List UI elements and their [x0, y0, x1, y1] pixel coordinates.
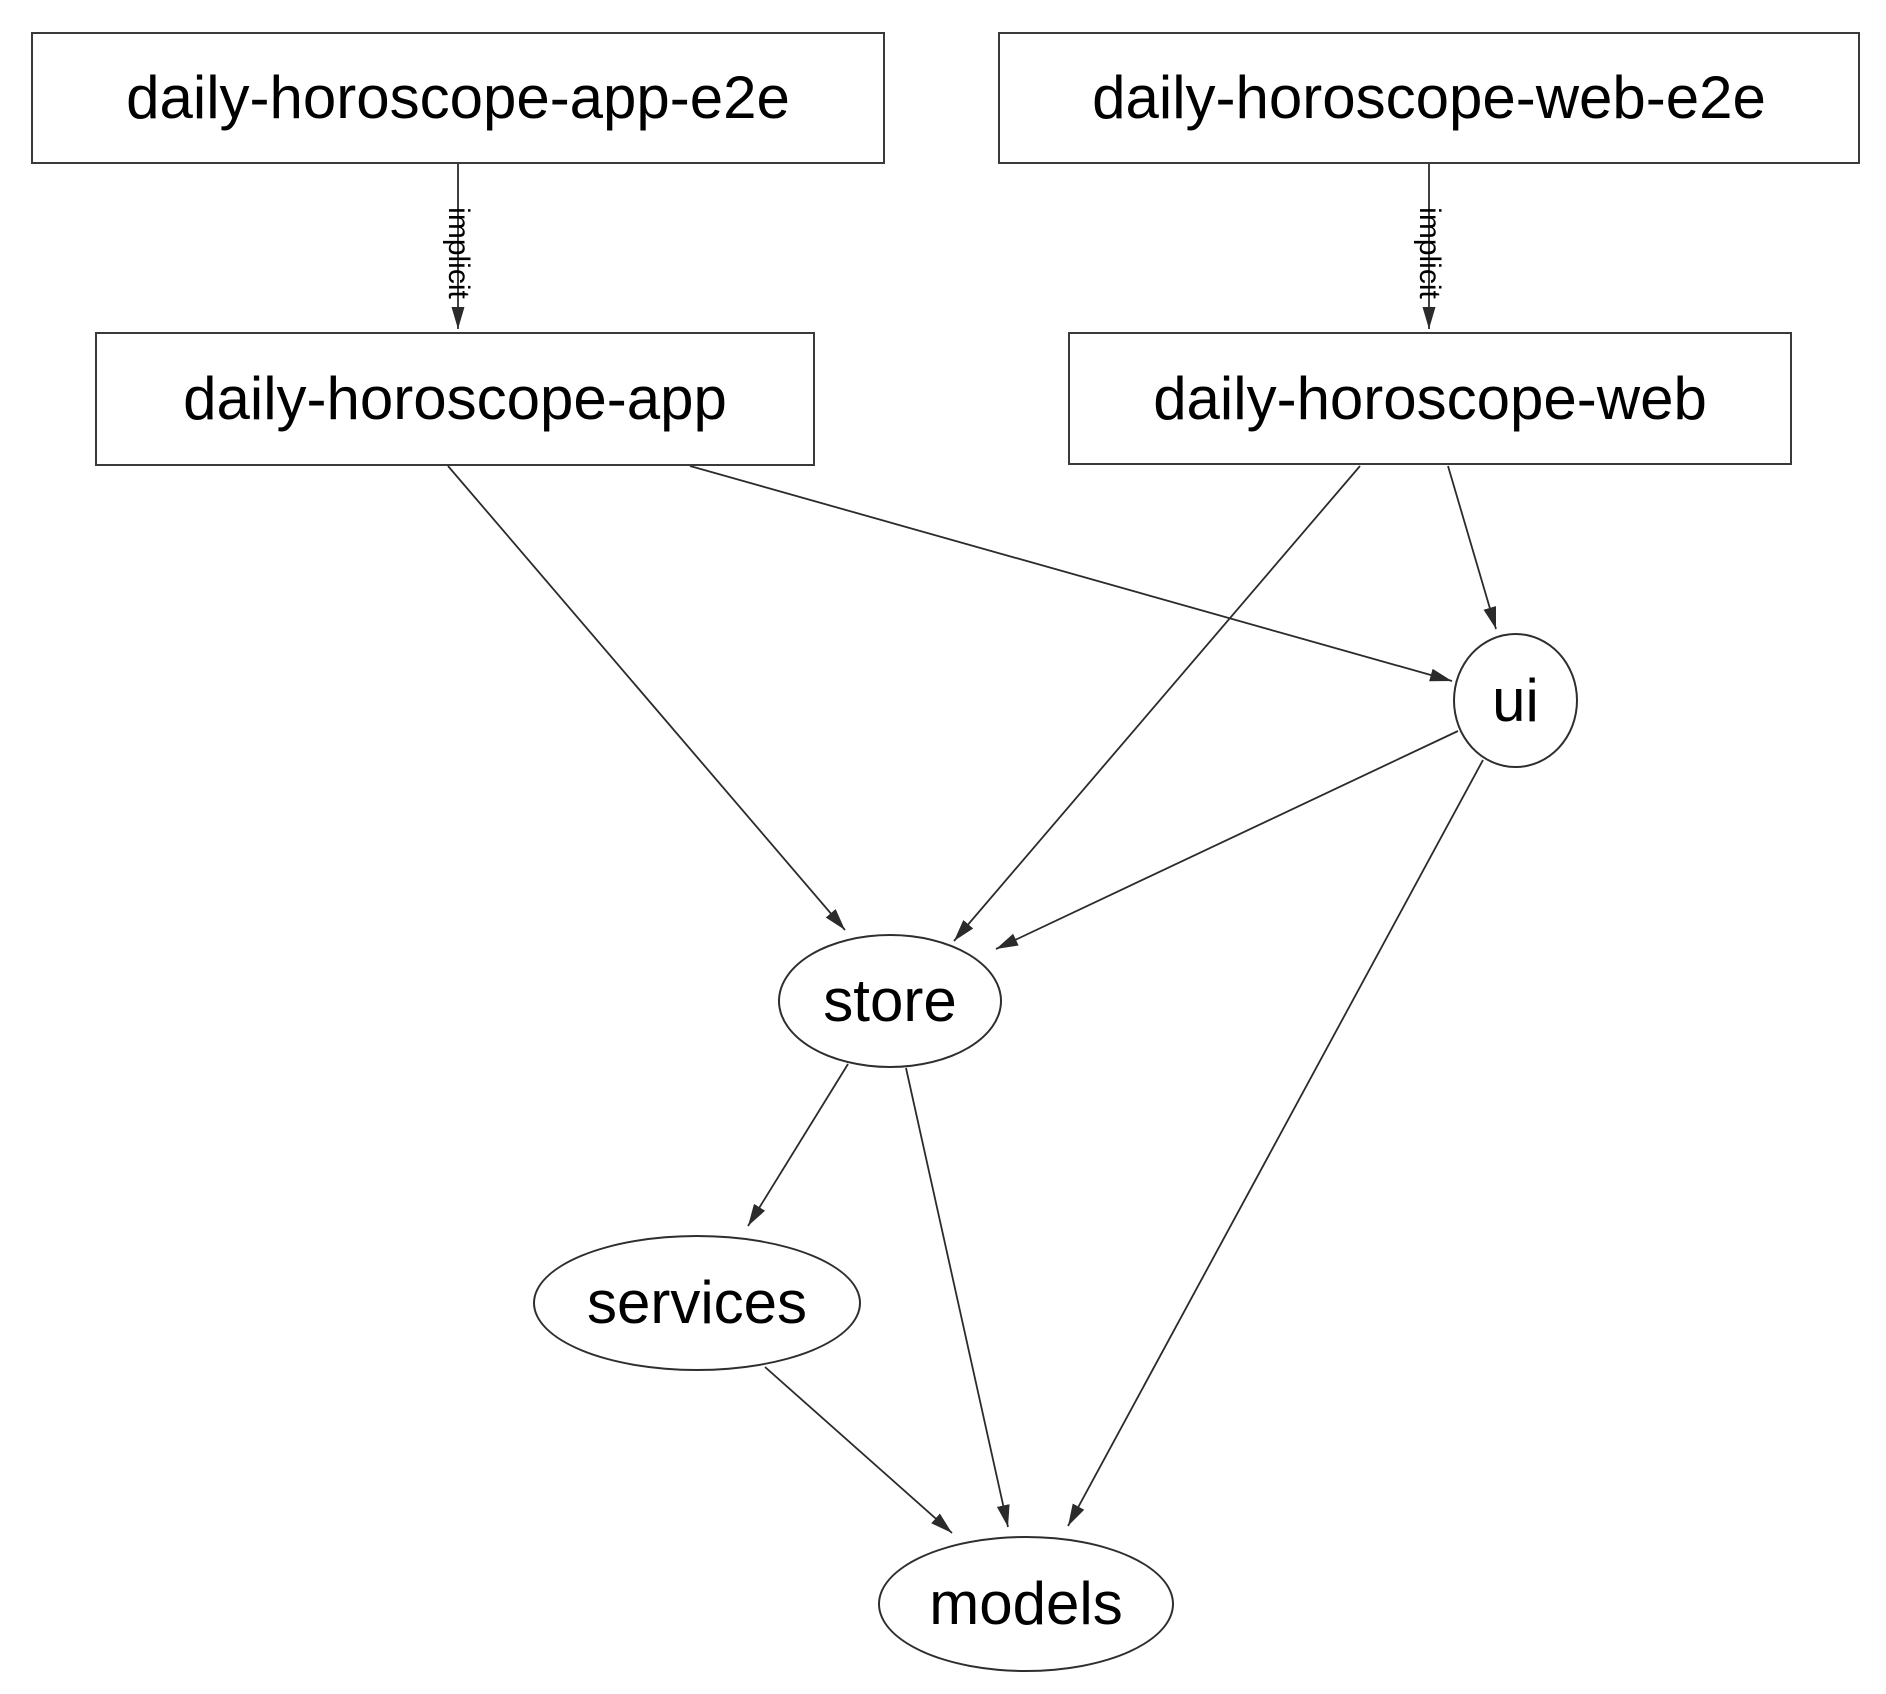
- edge-daily-horoscope-web-to-ui: [1447, 465, 1497, 630]
- node-label: daily-horoscope-app: [183, 365, 727, 432]
- node-daily-horoscope-web: daily-horoscope-web: [1068, 332, 1792, 465]
- node-ui: ui: [1453, 633, 1578, 768]
- node-label: daily-horoscope-app-e2e: [126, 64, 790, 131]
- node-label: store: [823, 967, 957, 1034]
- node-daily-horoscope-app-e2e: daily-horoscope-app-e2e: [31, 32, 885, 164]
- node-daily-horoscope-app: daily-horoscope-app: [95, 332, 815, 466]
- edge-ui-to-models: [1067, 759, 1484, 1527]
- edge-store-to-services: [747, 1063, 849, 1227]
- edge-services-to-models: [764, 1366, 953, 1534]
- edge-ui-to-store: [995, 730, 1459, 950]
- edge-label-implicit-web: implicit: [1413, 206, 1446, 299]
- node-label: daily-horoscope-web: [1153, 364, 1707, 432]
- node-label: models: [929, 1570, 1123, 1637]
- edge-label-implicit-app: implicit: [442, 206, 475, 299]
- edge-daily-horoscope-web-to-store: [953, 465, 1361, 942]
- node-label: daily-horoscope-web-e2e: [1092, 64, 1766, 131]
- edge-daily-horoscope-app-to-store: [447, 465, 846, 931]
- node-label: services: [586, 1269, 808, 1336]
- node-services: services: [533, 1235, 861, 1371]
- node-models: models: [878, 1536, 1174, 1672]
- edge-store-to-models: [905, 1067, 1010, 1528]
- node-daily-horoscope-web-e2e: daily-horoscope-web-e2e: [998, 32, 1860, 164]
- node-store: store: [778, 934, 1002, 1068]
- node-label: ui: [1492, 666, 1539, 734]
- edge-daily-horoscope-app-to-ui: [689, 465, 1453, 682]
